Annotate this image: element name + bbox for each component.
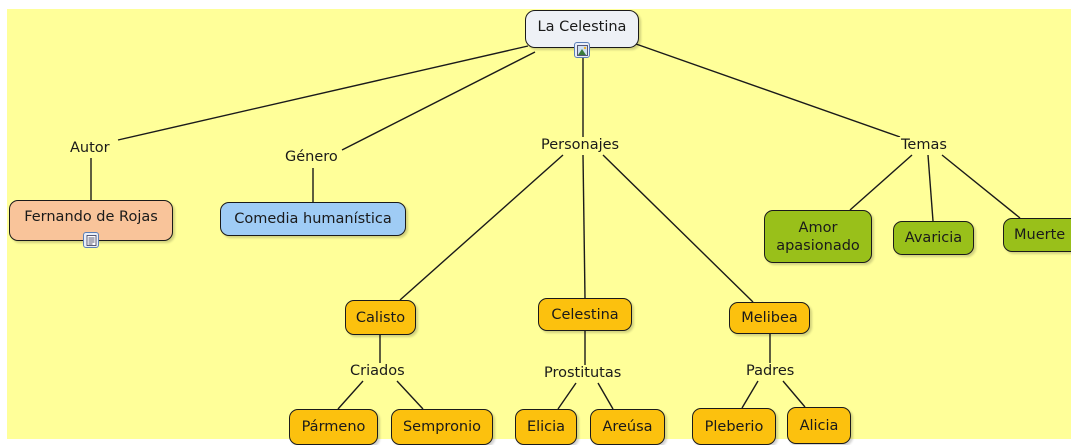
- genre-node-label: Comedia humanística: [234, 211, 392, 227]
- theme-node-muerte[interactable]: Muerte: [1003, 218, 1071, 252]
- character-node-elicia[interactable]: Elicia: [515, 409, 577, 445]
- connector-padres-alicia: [782, 380, 806, 408]
- character-node-label: Areúsa: [602, 419, 653, 435]
- link-label-temas: Temas: [898, 137, 950, 153]
- link-label-padres: Padres: [743, 363, 798, 379]
- connector-padres-pleberio: [741, 380, 759, 409]
- connector-criados-sempronio: [396, 380, 424, 410]
- connector-criados-parmeno: [337, 380, 364, 410]
- theme-node-amor[interactable]: Amor apasionado: [764, 210, 872, 263]
- character-node-areusa[interactable]: Areúsa: [590, 409, 665, 445]
- character-node-label: Sempronio: [402, 419, 482, 435]
- root-node[interactable]: La Celestina: [525, 10, 639, 48]
- link-label-genero: Género: [282, 149, 341, 165]
- theme-node-label: Amor apasionado: [776, 219, 860, 254]
- character-node-parmeno[interactable]: Pármeno: [289, 409, 378, 445]
- character-node-label: Pármeno: [301, 419, 366, 435]
- connector-prostitutas-areusa: [597, 382, 614, 410]
- root-node-label: La Celestina: [537, 19, 627, 35]
- character-node-celestina[interactable]: Celestina: [538, 298, 632, 331]
- character-node-label: Celestina: [551, 306, 619, 323]
- theme-node-label: Avaricia: [904, 230, 963, 246]
- link-label-autor: Autor: [67, 140, 113, 156]
- character-node-melibea[interactable]: Melibea: [729, 302, 810, 334]
- link-label-criados: Criados: [347, 363, 408, 379]
- connector-personajes-calisto: [399, 154, 564, 301]
- character-node-label: Elicia: [526, 419, 566, 435]
- link-label-personajes: Personajes: [538, 137, 623, 153]
- image-resource-icon[interactable]: [574, 42, 590, 58]
- character-node-label: Calisto: [355, 309, 406, 326]
- connector-prostitutas-elicia: [557, 382, 577, 410]
- connector-root-genero: [341, 51, 536, 151]
- character-node-pleberio[interactable]: Pleberio: [692, 408, 776, 445]
- theme-node-avaricia[interactable]: Avaricia: [893, 221, 974, 255]
- connector-root-temas: [635, 43, 901, 138]
- character-node-label: Alicia: [799, 417, 839, 434]
- document-resource-icon[interactable]: [83, 232, 99, 248]
- genre-node[interactable]: Comedia humanística: [220, 202, 406, 236]
- character-node-label: Pleberio: [704, 418, 764, 435]
- connector-root-autor: [117, 45, 529, 141]
- connector-temas-amor: [849, 154, 913, 211]
- theme-node-label: Muerte: [1014, 227, 1066, 243]
- connector-personajes-melibea: [602, 154, 754, 303]
- character-node-alicia[interactable]: Alicia: [787, 407, 851, 444]
- link-label-prostitutas: Prostitutas: [541, 365, 625, 381]
- character-node-sempronio[interactable]: Sempronio: [391, 409, 493, 445]
- connector-temas-avaricia: [927, 154, 934, 222]
- character-node-calisto[interactable]: Calisto: [345, 300, 416, 335]
- author-node-label: Fernando de Rojas: [24, 209, 158, 225]
- character-node-label: Melibea: [741, 310, 798, 326]
- connector-temas-muerte: [941, 154, 1021, 219]
- connector-personajes-celestina: [582, 154, 586, 299]
